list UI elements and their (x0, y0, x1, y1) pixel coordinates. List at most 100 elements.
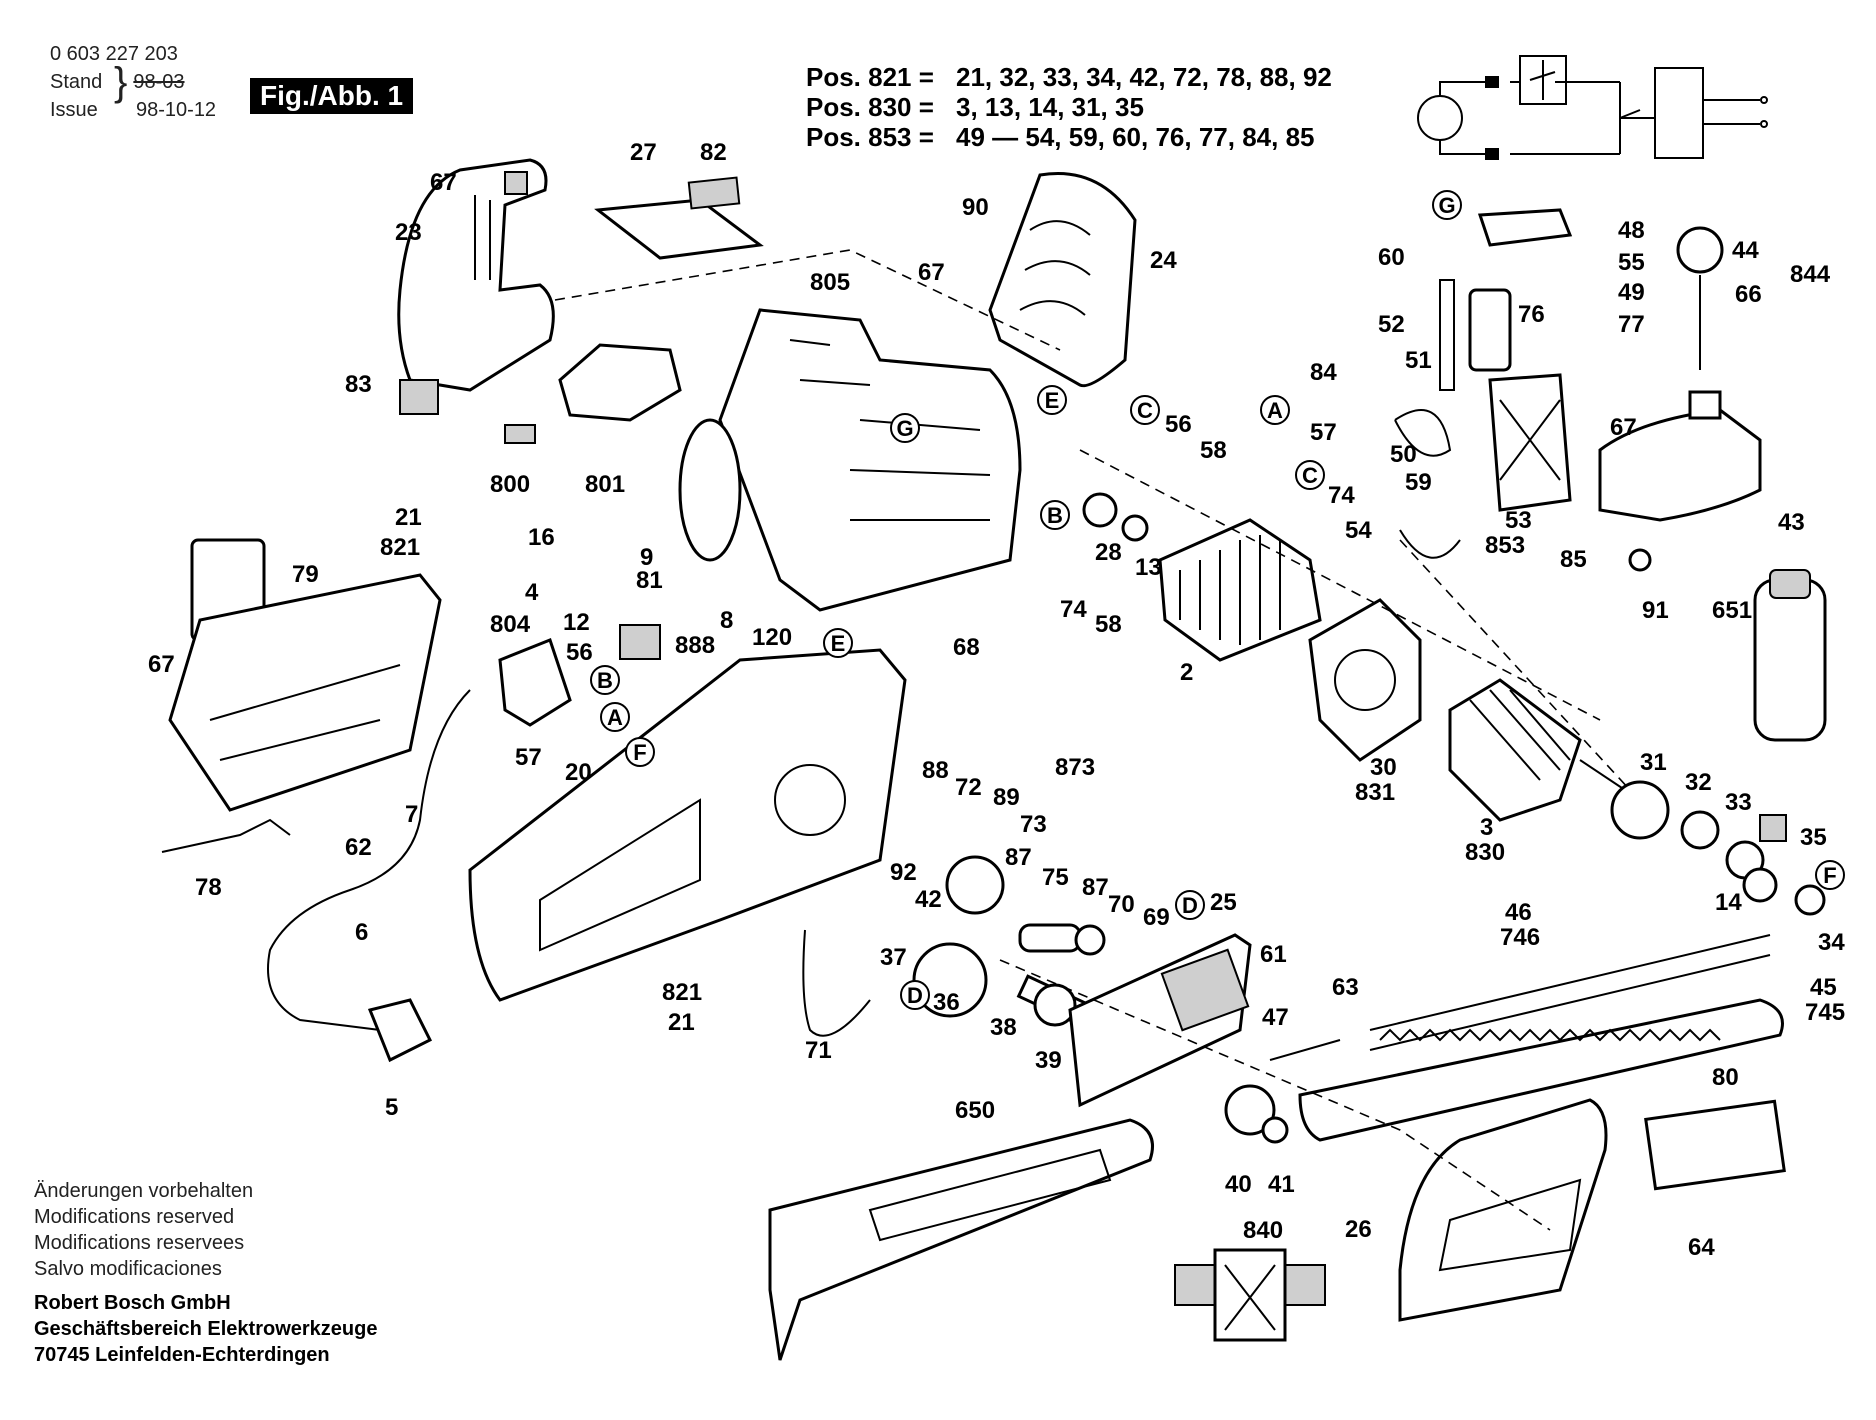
part-label-40: 40 (1225, 1171, 1252, 1198)
assembly-lines (554, 249, 1631, 1231)
hand-guard (988, 172, 1137, 388)
part-label-72: 72 (955, 774, 982, 801)
part-label-821a: 821 (380, 534, 420, 561)
part-label-12: 12 (563, 609, 590, 636)
note-line: Salvo modificaciones (34, 1258, 222, 1280)
ref-marker-c: C (1295, 460, 1325, 490)
power-cable (267, 689, 471, 1031)
part-label-853: 853 (1485, 532, 1525, 559)
company-line: Robert Bosch GmbH (34, 1292, 231, 1314)
svg-text:E: E (831, 631, 846, 656)
company-block: Robert Bosch GmbH Geschäftsbereich Elekt… (34, 1290, 377, 1368)
part-label-5: 5 (385, 1094, 398, 1121)
part-label-30: 30 (1370, 754, 1397, 781)
housing-half-right (468, 648, 907, 1002)
svg-text:G: G (1438, 193, 1455, 218)
svg-text:A: A (1267, 398, 1283, 423)
note-line: Modifications reservees (34, 1232, 245, 1254)
part-label-75: 75 (1042, 864, 1069, 891)
part-label-2: 2 (1180, 659, 1193, 686)
part-label-63: 63 (1332, 974, 1359, 1001)
washer-34 (1794, 884, 1826, 916)
position-list: Pos. 821 =21, 32, 33, 34, 42, 72, 78, 88… (806, 62, 1332, 152)
part-label-73: 73 (1020, 811, 1047, 838)
part-label-67d: 67 (1610, 414, 1637, 441)
part-label-16: 16 (528, 524, 555, 551)
svg-text:G: G (896, 416, 913, 441)
ref-marker-b: B (1040, 500, 1070, 530)
part-label-23: 23 (395, 219, 422, 246)
part-label-41: 41 (1268, 1171, 1295, 1198)
part-label-746: 746 (1500, 924, 1540, 951)
part-label-43: 43 (1778, 509, 1805, 536)
part-label-39: 39 (1035, 1047, 1062, 1074)
part-label-74a: 74 (1060, 596, 1087, 623)
part-label-80: 80 (1712, 1064, 1739, 1091)
part-label-90: 90 (962, 194, 989, 221)
part-label-745: 745 (1805, 999, 1845, 1026)
company-line: 70745 Leinfelden-Echterdingen (34, 1344, 330, 1366)
part-label-58b: 58 (1095, 611, 1122, 638)
part-label-38: 38 (990, 1014, 1017, 1041)
part-label-84: 84 (1310, 359, 1337, 386)
part-label-21b: 21 (668, 1009, 695, 1036)
position-row: Pos. 821 =21, 32, 33, 34, 42, 72, 78, 88… (806, 62, 1332, 92)
part-number: 0 603 227 203 (50, 43, 178, 65)
power-plug (367, 998, 433, 1063)
svg-text:A: A (607, 705, 623, 730)
part-label-56a: 56 (566, 639, 593, 666)
gear-89 (945, 855, 1005, 915)
cover-plate (594, 198, 764, 260)
part-label-888: 888 (675, 632, 715, 659)
part-label-13: 13 (1135, 554, 1162, 581)
svg-text:F: F (1823, 863, 1836, 888)
gear-36 (912, 942, 988, 1018)
part-label-804: 804 (490, 611, 531, 638)
part-label-67b: 67 (918, 259, 945, 286)
part-label-36: 36 (933, 989, 960, 1016)
capacitor-12 (619, 624, 661, 660)
stator (1158, 518, 1322, 662)
bolt-63 (1269, 1039, 1341, 1061)
issue-date: 98-10-12 (136, 99, 217, 121)
part-label-57b: 57 (1310, 419, 1337, 446)
svg-text:C: C (1137, 398, 1153, 423)
part-label-7: 7 (405, 801, 418, 828)
stand-label: Stand (50, 71, 103, 93)
guide-bar-and-chain (1298, 934, 1784, 1142)
part-label-69: 69 (1143, 904, 1170, 931)
part-label-88: 88 (922, 757, 949, 784)
part-label-91: 91 (1642, 597, 1669, 624)
part-label-800: 800 (490, 471, 530, 498)
sprocket-840 (1224, 1084, 1276, 1136)
part-label-60: 60 (1378, 244, 1405, 271)
ref-marker-g: G (1432, 190, 1462, 220)
part-label-67c: 67 (148, 651, 175, 678)
part-label-74b: 74 (1328, 482, 1355, 509)
wrench (161, 818, 291, 853)
company-line: Geschäftsbereich Elektrowerkzeuge (34, 1318, 378, 1340)
spring-75 (1018, 923, 1082, 953)
nut-14 (1742, 867, 1778, 903)
motor-housing (678, 308, 1022, 612)
part-label-42: 42 (915, 886, 942, 913)
part-label-35: 35 (1800, 824, 1827, 851)
part-label-651: 651 (1712, 597, 1752, 624)
part-label-79: 79 (292, 561, 319, 588)
part-label-64: 64 (1688, 1234, 1715, 1261)
part-label-650: 650 (955, 1097, 995, 1124)
part-label-20: 20 (565, 759, 592, 786)
tensioner-block (1160, 948, 1250, 1032)
oil-tank (1598, 390, 1762, 522)
part-label-49: 49 (1618, 279, 1645, 306)
document-info: 0 603 227 203 Stand } 98-03 Issue 98-10-… (50, 40, 216, 124)
issue-label: Issue (50, 99, 98, 121)
part-label-56b: 56 (1165, 411, 1192, 438)
washer-41 (1261, 1116, 1289, 1144)
part-label-6: 6 (355, 919, 368, 946)
ref-marker-c: C (1130, 395, 1160, 425)
part-label-805: 805 (810, 269, 850, 296)
part-label-831: 831 (1355, 779, 1395, 806)
ref-marker-f: F (625, 737, 655, 767)
